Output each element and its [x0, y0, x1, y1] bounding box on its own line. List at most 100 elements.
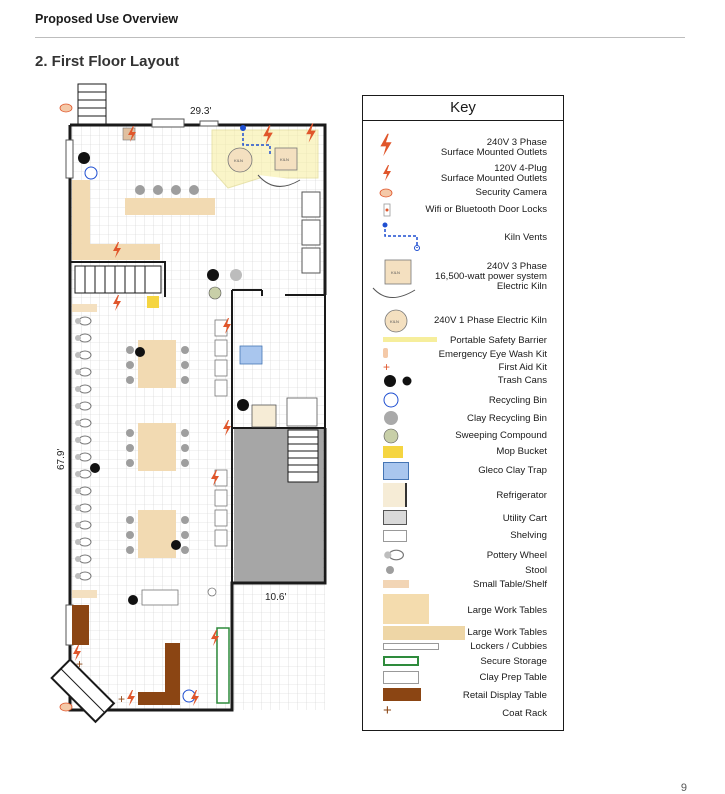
shelving-divider [214, 319, 228, 547]
key-item-claytrap: Gleco Clay Trap [363, 460, 563, 482]
key-item-small-table: Small Table/Shelf [363, 578, 563, 592]
key-item-recycling: Recycling Bin [363, 392, 563, 410]
key-item-cart: Utility Cart [363, 508, 563, 528]
trash-can [78, 152, 90, 164]
key-label: Large Work Tables [467, 627, 547, 638]
key-label: Stool [525, 565, 547, 576]
coat-rack-icon: + [383, 702, 392, 719]
page-number: 9 [680, 782, 687, 794]
windows [65, 118, 219, 646]
mop-bucket [147, 296, 159, 308]
key-item-barrier: Portable Safety Barrier [363, 334, 563, 348]
trash-can-lower [128, 595, 138, 605]
outlet-120v-icon [383, 165, 391, 181]
shelving-right [301, 191, 321, 274]
key-label: Clay Prep Table [479, 672, 547, 683]
key-label: Security Camera [475, 187, 547, 198]
clay-recycling-icon [384, 411, 398, 425]
key-label: Trash Cans [497, 375, 547, 386]
kiln-1phase-label: KILN [234, 158, 243, 163]
plan-height-label: 67.9' [56, 449, 67, 470]
people [90, 347, 181, 550]
key-item-sweeping: Sweeping Compound [363, 428, 563, 444]
key-label: Portable Safety Barrier [449, 335, 547, 346]
key-label: Utility Cart [502, 513, 547, 524]
header-divider [35, 37, 685, 38]
key-item-eyewash: Emergency Eye Wash Kit [363, 348, 563, 362]
key-label: Emergency Eye Wash Kit [438, 349, 547, 360]
key-item-trash: Trash Cans [363, 374, 563, 390]
stools-top [135, 185, 199, 195]
floor-plan: 29.3' 67.9' 10.6' KILN KILN [50, 83, 327, 724]
camera-icon [379, 188, 393, 198]
key-label: Small Table/Shelf [473, 579, 547, 590]
vent-node [240, 125, 246, 131]
kiln-1phase-icon: KILN [384, 309, 408, 333]
kiln-3phase [274, 147, 298, 171]
clay-recycling-bin [230, 269, 242, 281]
section-title: 2. First Floor Layout [35, 53, 180, 70]
recycling-icon [383, 392, 399, 408]
key-item-clay-recycling: Clay Recycling Bin [363, 410, 563, 428]
key-label: Large Work Tables [467, 605, 547, 616]
stool-icon [386, 566, 394, 574]
plan-width-label: 29.3' [190, 106, 211, 117]
key-item-mop: Mop Bucket [363, 444, 563, 460]
entry-stairs [77, 83, 107, 125]
eyewash-icon [383, 348, 388, 358]
kiln-1phase [227, 147, 253, 173]
key-label: First Aid Kit [498, 362, 547, 373]
key-item-secure: Secure Storage [363, 654, 563, 670]
small-tables-left [72, 304, 97, 598]
mop-icon [383, 446, 403, 458]
key-item-retail: Retail Display Table [363, 688, 563, 704]
large-work-table-top [125, 198, 215, 215]
sweeping-compound [208, 286, 222, 300]
large-work-tables [138, 340, 176, 558]
first-aid-icon: + [383, 360, 391, 374]
key-label: Gleco Clay Trap [478, 465, 547, 476]
key-item-stool: Stool [363, 564, 563, 578]
key-item-lockers: Lockers / Cubbies [363, 642, 563, 654]
kiln-3phase-icon: KILN [372, 259, 416, 298]
interior-walls [70, 261, 326, 583]
key-label: Clay Recycling Bin [467, 413, 547, 424]
entry-ramp [50, 658, 116, 724]
sweeping-icon [383, 428, 399, 444]
retail-display-corner [138, 643, 180, 705]
key-label-line: 16,500-watt power system [435, 271, 547, 282]
entry-stair-treads [78, 91, 106, 117]
key-label: Sweeping Compound [455, 430, 547, 441]
key-label: Shelving [510, 530, 547, 541]
key-item-camera: Security Camera [363, 186, 563, 202]
kiln-vents [242, 128, 271, 155]
key-item-kiln-1phase: KILN 240V 1 Phase Electric Kiln [363, 308, 563, 334]
key-label: 240V 1 Phase Electric Kiln [433, 315, 547, 326]
secure-storage-icon [383, 656, 419, 666]
key-item-prep: Clay Prep Table [363, 670, 563, 686]
key-label-line: Surface Mounted Outlets [440, 173, 547, 184]
kiln-door [257, 174, 301, 187]
key-label: Recycling Bin [488, 395, 547, 406]
pottery-wheel-icon [384, 549, 404, 561]
key-label-line: Surface Mounted Outlets [440, 147, 547, 158]
key-label-line: 240V 3 Phase [486, 261, 547, 272]
large-table-wide-icon [383, 626, 465, 640]
key-item-firstaid: + First Aid Kit [363, 360, 563, 374]
key-item-large-table-a: Large Work Tables [363, 592, 563, 624]
shower-unit [286, 397, 318, 427]
retail-display-icon [383, 688, 421, 701]
key-item-large-table-b: Large Work Tables [363, 626, 563, 642]
utility-cart [141, 589, 179, 606]
key-label-line: Electric Kiln [496, 281, 547, 292]
key-label-line: 240V 3 Phase [486, 137, 547, 148]
key-label: Coat Rack [502, 708, 547, 719]
key-label: Refrigerator [496, 490, 547, 501]
clay-trap [239, 345, 263, 365]
barrier-icon [383, 337, 437, 342]
